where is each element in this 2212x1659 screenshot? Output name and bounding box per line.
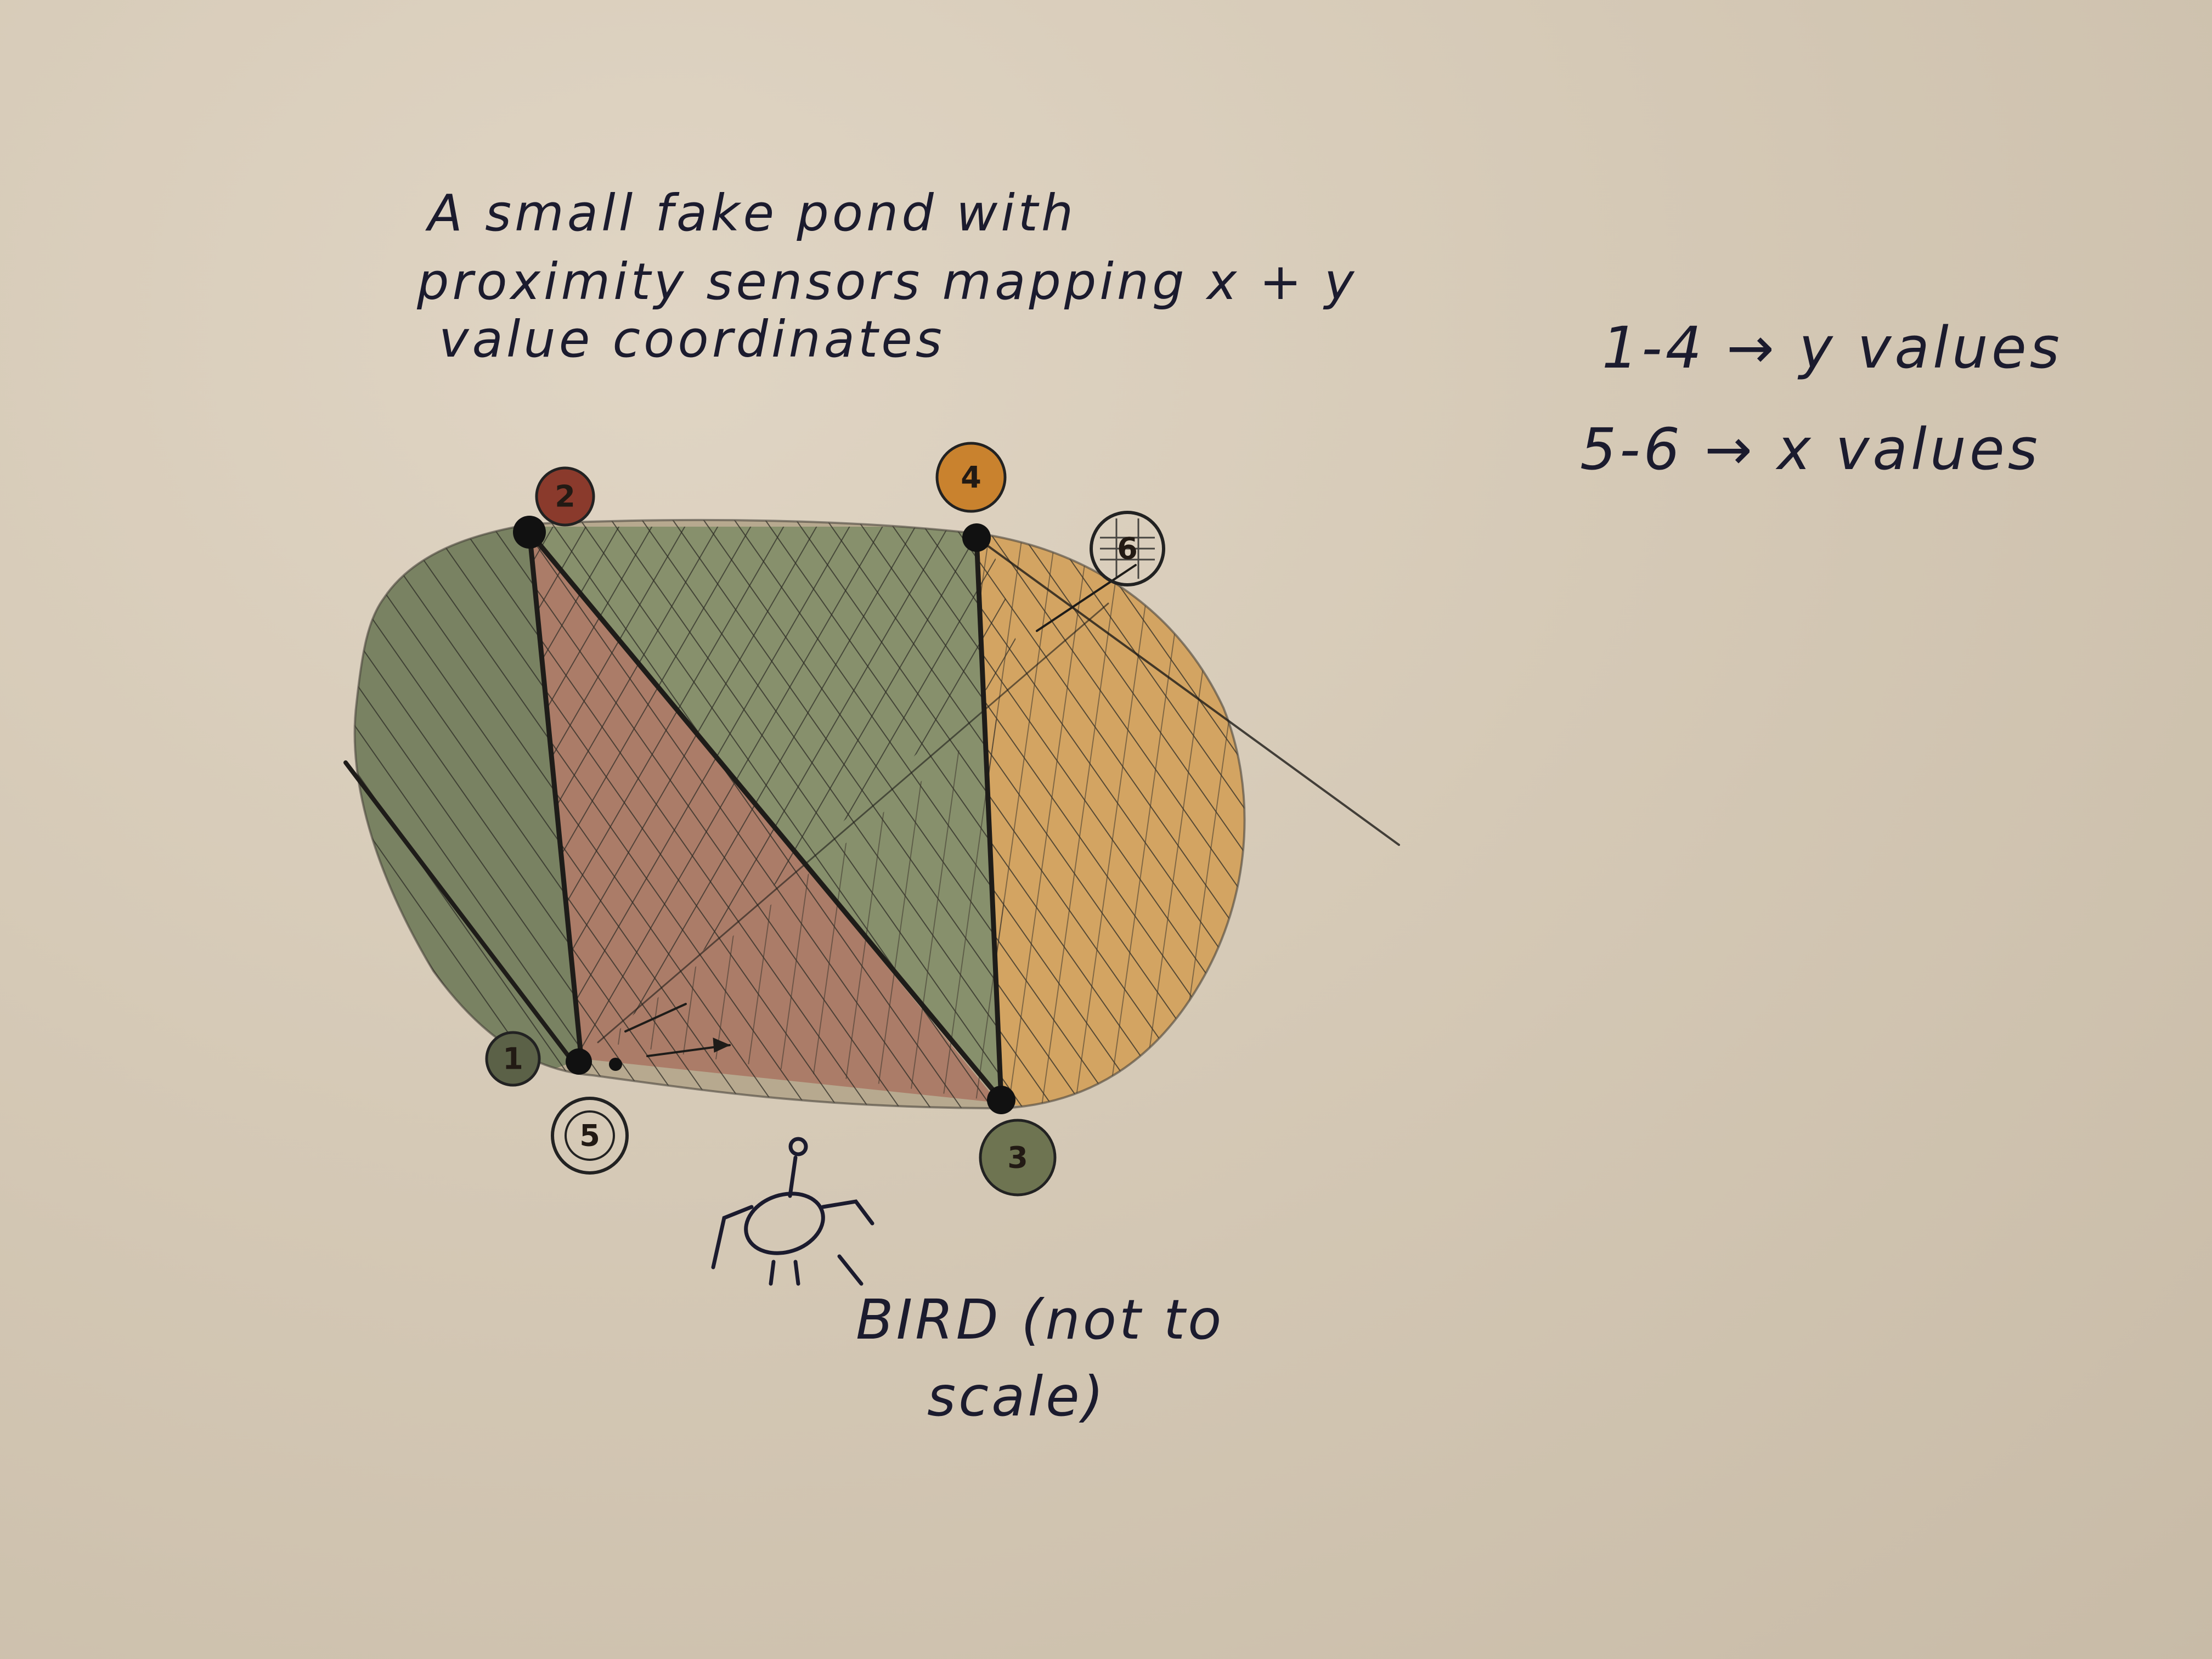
title-block: A small fake pond with proximity sensors…: [416, 184, 1357, 369]
sensor-badge-2-label: 2: [555, 479, 575, 514]
sensor-dot-2: [513, 516, 546, 549]
arrow-6: [1036, 564, 1137, 632]
sensor-dots: [513, 516, 1015, 1114]
beam-5-diagonal: [597, 602, 1109, 1043]
notes-line-2: 5-6 → x values: [1580, 416, 2041, 483]
beam-4-to-3: [974, 535, 1004, 1103]
sensor-badge-2: 2: [535, 466, 595, 527]
notes-block: 1-4 → y values 5-6 → x values: [1580, 314, 2063, 483]
beam-2-to-3: [527, 529, 1004, 1103]
sensor-badge-3-label: 3: [1007, 1141, 1028, 1175]
sensor-badge-6-label: 6: [1117, 532, 1138, 566]
arrow-5-upper: [624, 1003, 687, 1032]
sensor-badge-4: 4: [935, 442, 1007, 513]
sensor-dot-3: [987, 1086, 1015, 1114]
sensor-badge-6: 6: [1090, 511, 1165, 586]
sensor-badge-5-label: 5: [579, 1119, 600, 1153]
title-line-2: proximity sensors mapping x + y: [416, 252, 1357, 311]
beam-1-left: [343, 760, 573, 1061]
sensor-badge-3: 3: [979, 1119, 1057, 1197]
title-line-1: A small fake pond with: [425, 184, 1076, 242]
arrow-5-head: [713, 1037, 731, 1053]
beam-4-right: [975, 537, 1400, 846]
bird-head-icon: [788, 1137, 808, 1156]
sensor-beams: [343, 529, 1400, 1103]
sensor-dot-4: [962, 523, 991, 552]
sensor-badge-4-label: 4: [961, 460, 981, 495]
bird-body-icon: [744, 1192, 825, 1255]
beam-2-to-5: [527, 529, 584, 1064]
sensor-dot-5: [566, 1048, 592, 1075]
sensor-badge-1-label: 1: [503, 1042, 523, 1076]
notes-line-1: 1-4 → y values: [1602, 314, 2063, 381]
sensor-dot-small: [609, 1058, 622, 1071]
bird-doodle: [711, 1137, 874, 1286]
bird-caption: BIRD (not to scale): [856, 1288, 1224, 1429]
title-line-3: value coordinates: [439, 310, 945, 369]
sensor-badge-5: 5: [551, 1097, 629, 1175]
bird-caption-line-2: scale): [927, 1364, 1107, 1429]
sensor-badge-1: 1: [485, 1031, 541, 1087]
bird-caption-line-1: BIRD (not to: [856, 1288, 1224, 1352]
pond: [353, 518, 1246, 1110]
